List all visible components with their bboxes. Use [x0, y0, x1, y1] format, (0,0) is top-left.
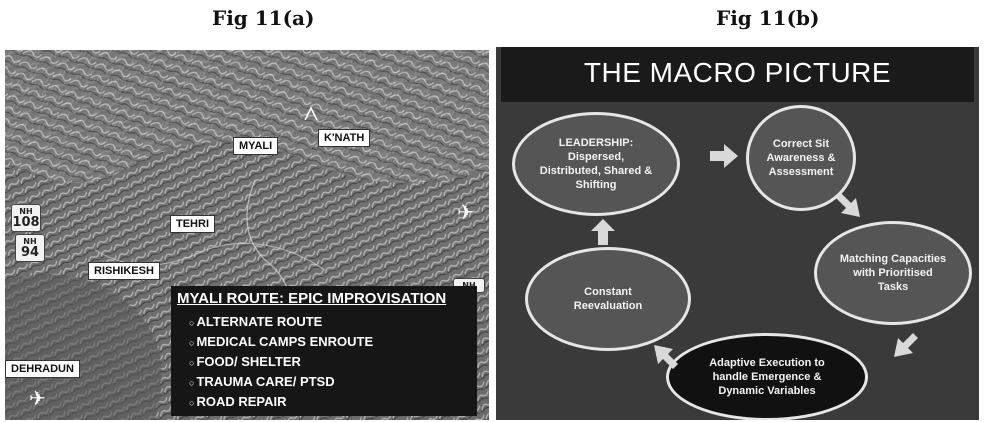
node-reevaluation: Constant Reevaluation — [525, 247, 691, 351]
node-leadership: LEADERSHIP: Dispersed, Distributed, Shar… — [512, 112, 680, 216]
map-label-rishikesh: RISHIKESH — [88, 262, 160, 280]
route-info-box: MYALI ROUTE: EPIC IMPROVISATION ○ALTERNA… — [171, 286, 477, 416]
route-list-item: ○TRAUMA CARE/ PTSD — [189, 374, 335, 389]
arrow-up-icon — [591, 219, 615, 245]
arrow-down-right-icon — [836, 193, 860, 217]
node-execution-text: Adaptive Execution to handle Emergence &… — [709, 357, 825, 397]
arrow-down-left-icon — [894, 333, 918, 357]
route-item-text: ROAD REPAIR — [196, 394, 287, 409]
route-item-text: FOOD/ SHELTER — [196, 354, 301, 369]
node-matching: Matching Capacities with Prioritised Tas… — [814, 221, 972, 325]
node-awareness: Correct Sit Awareness & Assessment — [746, 105, 856, 211]
bullet-icon: ○ — [189, 358, 195, 368]
shield-prefix: NH — [454, 281, 484, 290]
route-item-text: TRAUMA CARE/ PTSD — [196, 374, 335, 389]
map-label-knath: K'NATH — [318, 129, 371, 147]
route-item-text: ALTERNATE ROUTE — [196, 314, 323, 329]
highway-shield-nh94: NH 94 — [15, 234, 45, 262]
macro-picture-panel: THE MACRO PICTURE LEADERSHIP: Dispersed,… — [496, 47, 979, 420]
shield-number: 108 — [12, 215, 40, 230]
bullet-icon: ○ — [189, 318, 195, 328]
shield-prefix: NH — [19, 207, 33, 216]
highway-shield-nh108: NH 108 — [11, 204, 41, 232]
bullet-icon: ○ — [189, 398, 195, 408]
map-panel: MYALI K'NATH TEHRI RISHIKESH DEHRADUN NH… — [5, 50, 489, 420]
figure-a-caption: Fig 11(a) — [212, 6, 315, 30]
route-box-title: MYALI ROUTE: EPIC IMPROVISATION — [177, 290, 447, 307]
terrain-relief-image — [5, 50, 489, 420]
route-list-item: ○FOOD/ SHELTER — [189, 354, 301, 369]
shield-prefix: NH — [23, 237, 37, 246]
route-list-item: ○ROAD REPAIR — [189, 394, 286, 409]
figure-b-caption: Fig 11(b) — [716, 6, 820, 30]
node-execution: Adaptive Execution to handle Emergence &… — [666, 333, 868, 420]
map-label-tehri: TEHRI — [170, 215, 215, 233]
bullet-icon: ○ — [189, 378, 195, 388]
node-leadership-text: LEADERSHIP: Dispersed, Distributed, Shar… — [539, 137, 653, 191]
airport-icon: ✈ — [457, 202, 474, 224]
diagram-title: THE MACRO PICTURE — [583, 57, 892, 88]
shield-number: 94 — [20, 245, 40, 260]
title-bar: THE MACRO PICTURE — [501, 47, 974, 102]
node-reevaluation-text: Constant Reevaluation — [573, 286, 643, 312]
bullet-icon: ○ — [189, 338, 195, 348]
node-awareness-text: Correct Sit Awareness & Assessment — [766, 138, 836, 178]
arrow-right-icon — [710, 144, 738, 168]
arrow-up-left-icon — [654, 345, 678, 369]
route-list-item: ○ALTERNATE ROUTE — [189, 314, 322, 329]
airport-icon: ✈ — [29, 388, 46, 410]
map-label-myali: MYALI — [233, 137, 279, 155]
node-matching-text: Matching Capacities with Prioritised Tas… — [839, 253, 947, 293]
route-item-text: MEDICAL CAMPS ENROUTE — [196, 334, 374, 349]
map-label-dehradun: DEHRADUN — [5, 360, 80, 378]
route-list-item: ○MEDICAL CAMPS ENROUTE — [189, 334, 373, 349]
